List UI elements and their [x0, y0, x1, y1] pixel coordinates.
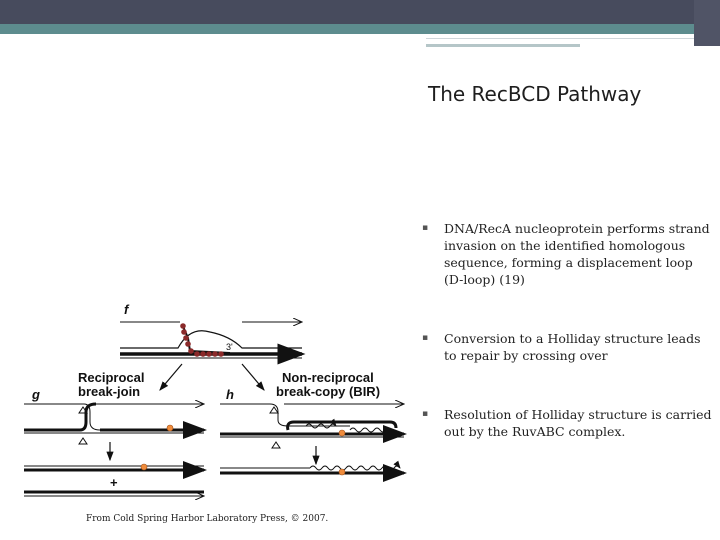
- label-h: h: [226, 387, 234, 402]
- cut-site-marker: [78, 437, 88, 445]
- marker-dot: [166, 424, 174, 432]
- strand: [220, 403, 350, 427]
- label-g: g: [31, 387, 40, 402]
- new-synthesis: [309, 460, 401, 471]
- bullet-marker: ▪: [422, 409, 429, 419]
- bullet-text: Resolution of Holliday structure is carr…: [444, 407, 712, 439]
- strand: [24, 402, 97, 432]
- reciprocal-label: Reciprocal: [78, 370, 144, 385]
- bullet-text: Conversion to a Holliday structure leads…: [444, 331, 701, 363]
- panel-g-dna: +: [24, 402, 207, 496]
- arrow-to-h: [241, 363, 265, 391]
- panel-f-dna: 3': [120, 322, 306, 365]
- new-synthesis: [349, 427, 387, 433]
- bullet-item: ▪ Conversion to a Holliday structure lea…: [422, 330, 712, 364]
- decorative-line: [426, 44, 580, 47]
- marker-dot: [338, 429, 346, 437]
- three-prime-label: 3': [226, 342, 233, 352]
- strand: [286, 420, 398, 431]
- invading-strand: [181, 323, 231, 354]
- bullet-item: ▪ DNA/RecA nucleoprotein performs strand…: [422, 220, 712, 288]
- header-corner-block: [694, 0, 720, 46]
- image-credit: From Cold Spring Harbor Laboratory Press…: [86, 514, 329, 524]
- slide-title: The RecBCD Pathway: [428, 82, 642, 106]
- label-f: f: [124, 302, 130, 317]
- strand: [24, 403, 204, 431]
- marker-dot: [338, 468, 346, 476]
- arrow-to-g: [159, 363, 183, 391]
- panel-h-dna: [220, 403, 407, 482]
- marker-dot: [140, 463, 148, 471]
- cut-site-marker: [78, 406, 88, 414]
- bullet-marker: ▪: [422, 223, 429, 233]
- header-bar: [0, 0, 720, 24]
- bullet-item: ▪ Resolution of Holliday structure is ca…: [422, 406, 712, 440]
- plus-sign: +: [110, 475, 118, 490]
- bullet-text: DNA/RecA nucleoprotein performs strand i…: [444, 221, 710, 287]
- d-loop-strand: [120, 330, 302, 349]
- recbcd-pathway-diagram: f 3' Reciprocal break-join Non-reciproca…: [24, 302, 407, 506]
- reciprocal-label: break-join: [78, 384, 140, 399]
- nonreciprocal-label: Non-reciprocal: [282, 370, 374, 385]
- bullet-marker: ▪: [422, 333, 429, 343]
- reca-filament: [180, 323, 224, 357]
- nonreciprocal-label: break-copy (BIR): [276, 384, 380, 399]
- cut-site-marker: [271, 441, 281, 449]
- accent-band: [0, 24, 694, 34]
- decorative-line: [426, 38, 694, 39]
- new-synthesis: [305, 418, 337, 429]
- cut-site-marker: [269, 406, 279, 414]
